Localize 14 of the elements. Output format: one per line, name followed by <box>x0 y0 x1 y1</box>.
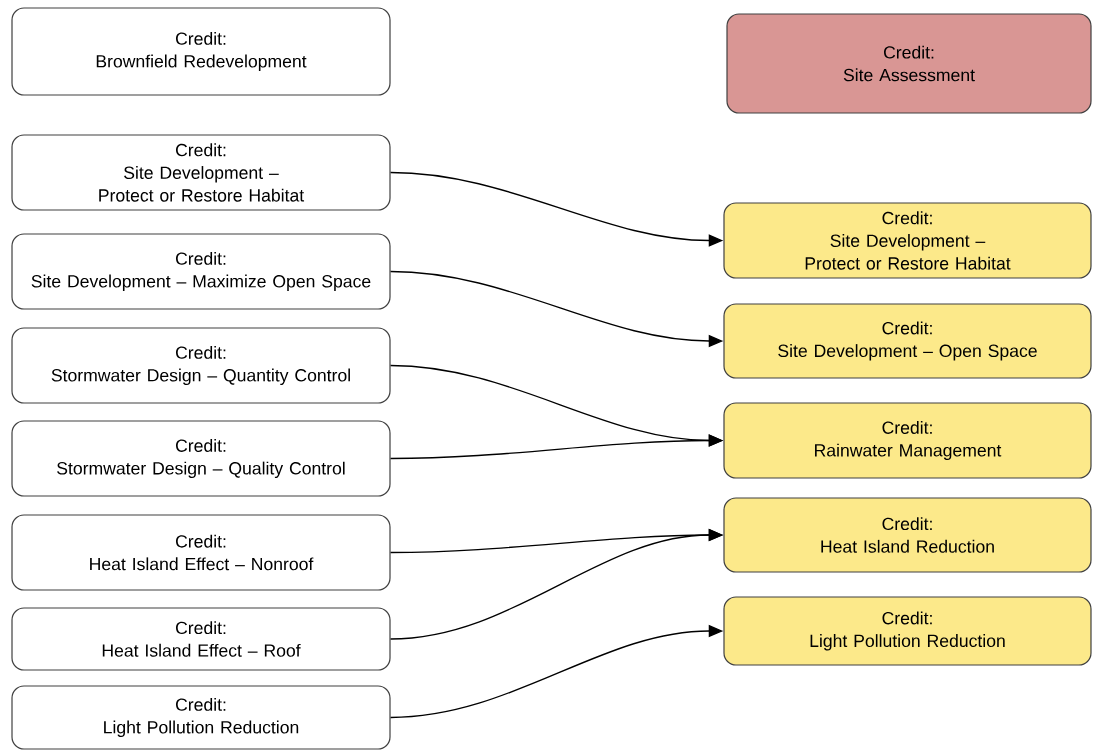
credit-box: Credit: Heat Island Effect – Roof <box>11 607 391 671</box>
credit-box: Credit: Heat Island Reduction <box>723 497 1092 573</box>
credit-box: Credit: Site Development – Protect or Restore Habitat <box>723 202 1092 279</box>
credit-box: Credit: Site Development – Protect or Restore Habitat <box>11 134 391 211</box>
credit-box: Credit: Site Development – Maximize Open Space <box>11 233 391 310</box>
credit-box: Credit: Heat Island Effect – Nonroof <box>11 514 391 591</box>
credit-box: Credit: Site Development – Open Space <box>723 303 1092 379</box>
credit-box: Credit: Rainwater Management <box>723 402 1092 479</box>
credit-box: Credit: Brownfield Redevelopment <box>11 7 391 96</box>
credit-box: Credit: Light Pollution Reduction <box>723 596 1092 666</box>
credit-box: Credit: Light Pollution Reduction <box>11 685 391 750</box>
credit-box: Credit: Site Assessment <box>726 13 1092 114</box>
credit-box: Credit: Stormwater Design – Quantity Control <box>11 327 391 404</box>
credit-box: Credit: Stormwater Design – Quality Control <box>11 420 391 497</box>
